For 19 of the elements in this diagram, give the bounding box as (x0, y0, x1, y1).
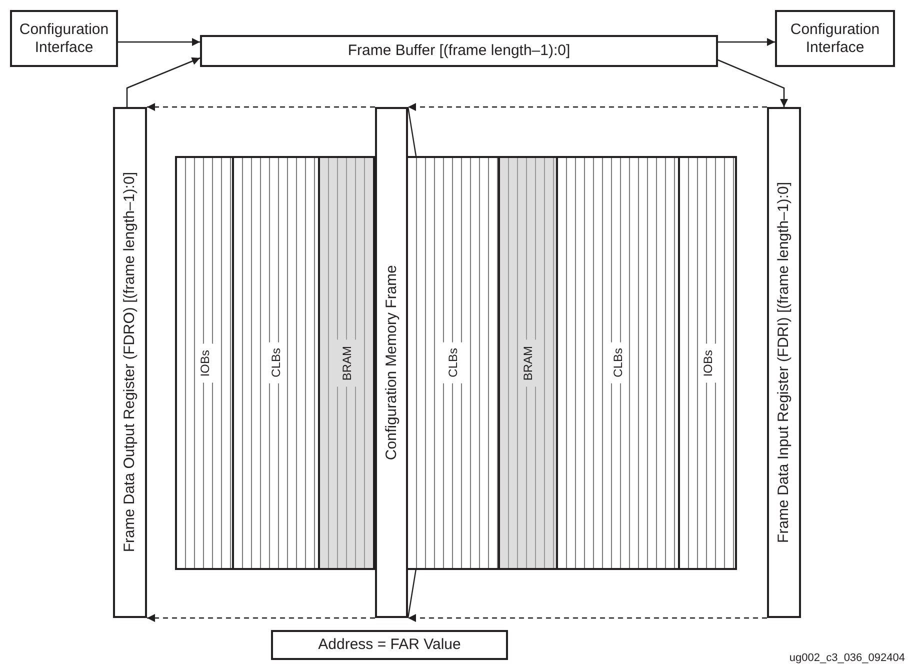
arrow (718, 38, 775, 46)
column-block: BRAM (500, 158, 558, 568)
process-box: Configuration Interface (10, 10, 118, 67)
arrow (718, 59, 788, 107)
dashed-arrow (408, 103, 767, 111)
array-block (175, 156, 737, 570)
dashed-arrow (147, 103, 375, 111)
arrow (126, 57, 200, 107)
process-box: Frame Buffer [(frame length–1):0] (200, 35, 718, 67)
arrow (118, 38, 200, 46)
dashed-arrow (147, 614, 375, 622)
process-box: Configuration Interface (775, 10, 895, 67)
register-box: Configuration Memory Frame (375, 107, 408, 618)
register-box: Frame Data Input Register (FDRI) [(frame length–1):0] (767, 107, 801, 618)
register-box: Frame Data Output Register (FDRO) [(frame length–1):0] (113, 107, 147, 618)
figure-id: ug002_c3_036_092404 (789, 652, 905, 664)
process-box: Address = FAR Value (271, 630, 508, 660)
column-block: BRAM (320, 158, 375, 568)
dashed-arrow (408, 614, 767, 622)
